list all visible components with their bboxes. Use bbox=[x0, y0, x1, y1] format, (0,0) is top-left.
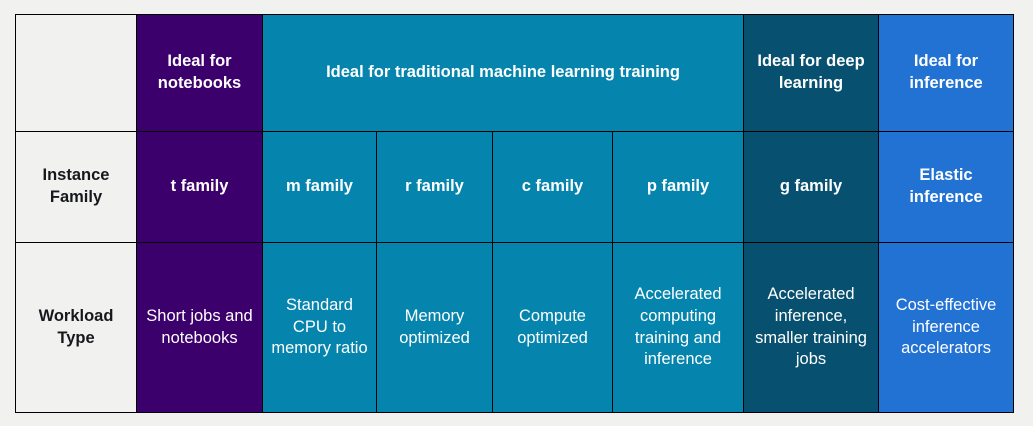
cell-family-m-label: m family bbox=[286, 177, 353, 196]
table-row-header-groups: Ideal for notebooks Ideal for traditiona… bbox=[15, 14, 1015, 132]
header-group-notebooks-label: Ideal for notebooks bbox=[157, 52, 242, 92]
cell-workload-r: Memory optimized bbox=[376, 242, 493, 413]
cell-family-t-label: t family bbox=[170, 177, 229, 196]
cell-family-p: p family bbox=[611, 131, 745, 243]
cell-workload-p-label: Accelerated computing training and infer… bbox=[634, 284, 722, 369]
comparison-table: Ideal for notebooks Ideal for traditiona… bbox=[15, 14, 1015, 413]
cell-workload-g: Accelerated inference, smaller training … bbox=[743, 242, 880, 413]
table-row-workload-type: Workload Type Short jobs and notebooks S… bbox=[15, 242, 1015, 413]
cell-family-g-label: g family bbox=[779, 177, 843, 196]
header-group-ml-training: Ideal for traditional machine learning t… bbox=[261, 14, 745, 132]
cell-workload-t: Short jobs and notebooks bbox=[136, 242, 263, 413]
cell-workload-m: Standard CPU to memory ratio bbox=[262, 242, 377, 413]
cell-family-c-label: c family bbox=[521, 177, 584, 196]
header-group-deep-learning: Ideal for deep learning bbox=[743, 14, 880, 132]
cell-family-m: m family bbox=[262, 131, 377, 243]
cell-family-r-label: r family bbox=[405, 177, 464, 196]
cell-workload-g-label: Accelerated inference, smaller training … bbox=[755, 284, 867, 369]
cell-family-p-label: p family bbox=[646, 177, 710, 196]
cell-workload-m-label: Standard CPU to memory ratio bbox=[271, 295, 368, 358]
cell-workload-r-label: Memory optimized bbox=[399, 306, 470, 347]
header-group-inference-label: Ideal for inference bbox=[909, 52, 983, 92]
cell-workload-elastic-inference: Cost-effective inference accelerators bbox=[878, 242, 1015, 413]
table-row-instance-family: Instance Family t family m family r fami… bbox=[15, 131, 1015, 243]
cell-workload-p: Accelerated computing training and infer… bbox=[611, 242, 745, 413]
row-label-workload-type: Workload Type bbox=[15, 242, 137, 413]
header-group-notebooks: Ideal for notebooks bbox=[136, 14, 263, 132]
row-label-instance-family: Instance Family bbox=[15, 131, 137, 243]
cell-workload-c: Compute optimized bbox=[492, 242, 613, 413]
header-group-deep-learning-label: Ideal for deep learning bbox=[757, 52, 865, 92]
cell-family-t: t family bbox=[136, 131, 263, 243]
cell-workload-c-label: Compute optimized bbox=[517, 306, 588, 347]
header-group-inference: Ideal for inference bbox=[878, 14, 1015, 132]
cell-family-elastic-inference-label: Elastic inference bbox=[909, 166, 983, 206]
instance-family-matrix: Ideal for notebooks Ideal for traditiona… bbox=[15, 14, 1015, 413]
corner-cell bbox=[15, 14, 137, 132]
cell-family-c: c family bbox=[492, 131, 613, 243]
header-group-ml-training-label: Ideal for traditional machine learning t… bbox=[326, 63, 680, 82]
cell-workload-t-label: Short jobs and notebooks bbox=[146, 306, 253, 347]
cell-family-r: r family bbox=[376, 131, 493, 243]
cell-family-g: g family bbox=[743, 131, 880, 243]
cell-family-elastic-inference: Elastic inference bbox=[878, 131, 1015, 243]
cell-workload-elastic-inference-label: Cost-effective inference accelerators bbox=[895, 295, 997, 358]
